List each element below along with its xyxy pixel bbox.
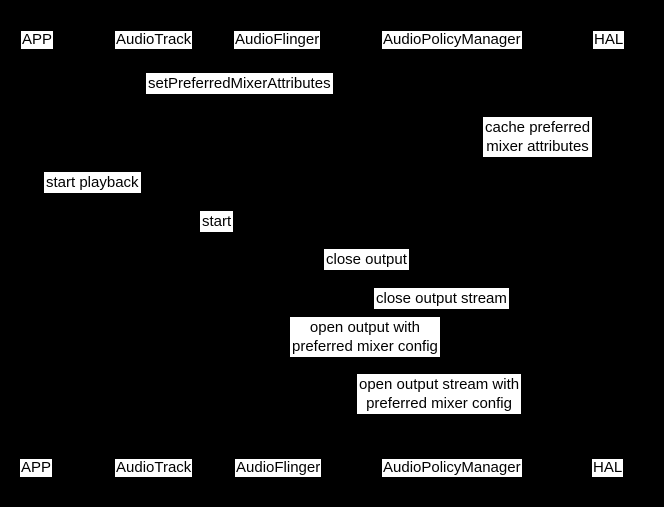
message-start: start bbox=[200, 211, 234, 232]
participant-top-app: APP bbox=[21, 31, 54, 49]
participant-top-audiopolicymanager: AudioPolicyManager bbox=[382, 31, 522, 49]
participant-bottom-audiotrack: AudioTrack bbox=[115, 459, 193, 477]
message-cache-preferred-mixer-attributes: cache preferred mixer attributes bbox=[483, 117, 593, 157]
message-open-output-stream-with-preferred-mixer-config: open output stream with preferred mixer … bbox=[357, 374, 522, 414]
message-open-output-with-preferred-mixer-config: open output with preferred mixer config bbox=[290, 317, 440, 357]
participant-bottom-audiopolicymanager: AudioPolicyManager bbox=[382, 459, 522, 477]
participant-bottom-hal: HAL bbox=[592, 459, 624, 477]
participant-top-audioflinger: AudioFlinger bbox=[234, 31, 321, 49]
message-set-preferred-mixer-attributes: setPreferredMixerAttributes bbox=[146, 73, 333, 94]
message-close-output-stream: close output stream bbox=[374, 288, 509, 309]
participant-bottom-audioflinger: AudioFlinger bbox=[235, 459, 322, 477]
participant-top-hal: HAL bbox=[593, 31, 625, 49]
participant-top-audiotrack: AudioTrack bbox=[115, 31, 193, 49]
participant-bottom-app: APP bbox=[20, 459, 53, 477]
message-start-playback: start playback bbox=[44, 172, 141, 193]
message-close-output: close output bbox=[324, 249, 409, 270]
